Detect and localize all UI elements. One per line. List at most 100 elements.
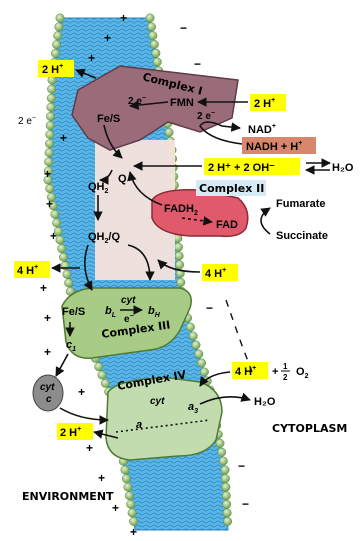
lipid-head xyxy=(152,49,160,57)
lipid-head xyxy=(101,379,109,387)
lipid-head xyxy=(63,270,71,278)
lipid-head xyxy=(124,483,132,491)
plus-sign: + xyxy=(44,167,51,181)
lipid-head xyxy=(200,368,208,376)
plus-sign: + xyxy=(44,345,51,359)
plus-sign: + xyxy=(60,131,67,145)
lipid-head xyxy=(195,350,203,358)
plus-sign: + xyxy=(130,525,137,539)
lipid-head xyxy=(222,483,230,491)
lipid-head xyxy=(122,474,130,482)
c1-fes-label: Fe/S xyxy=(97,113,120,125)
c3-fes-label: Fe/S xyxy=(62,306,85,318)
fad-label: FAD xyxy=(216,219,238,231)
lipid-head xyxy=(47,94,55,102)
lipid-head xyxy=(46,130,54,138)
lipid-head xyxy=(51,49,59,57)
lipid-head xyxy=(121,466,129,474)
plus-sign: + xyxy=(40,281,47,295)
lipid-head xyxy=(174,243,182,251)
o2-label: O2 xyxy=(296,366,309,380)
frac-den: 2 xyxy=(283,373,288,382)
lipid-head xyxy=(59,253,67,261)
lipid-head xyxy=(46,184,54,192)
lipid-head xyxy=(223,509,231,517)
lipid-head xyxy=(219,457,227,465)
lipid-head xyxy=(165,128,173,136)
plus-sign: + xyxy=(88,51,95,65)
h2o-bottom: H₂O xyxy=(254,396,276,408)
lipid-head xyxy=(127,500,135,508)
nad-label: NAD+ xyxy=(248,123,276,136)
c3-cyt-label: cyt xyxy=(121,295,136,306)
complex-ii-title: Complex II xyxy=(199,182,264,195)
minus-sign: − xyxy=(238,459,245,473)
lipid-head xyxy=(218,448,226,456)
minus-sign: − xyxy=(194,57,201,71)
nadh-label: NADH + H+ xyxy=(246,140,302,153)
qh2q-label: QH2/Q xyxy=(88,231,120,245)
lipid-head xyxy=(223,500,231,508)
fadh2-label: FADH2 xyxy=(164,203,198,217)
lipid-head xyxy=(45,139,53,147)
lipid-head xyxy=(56,14,64,22)
lipid-head xyxy=(51,210,59,218)
lipid-head xyxy=(153,58,161,66)
lipid-head xyxy=(54,32,62,40)
plus-sign: + xyxy=(44,311,51,325)
membrane-boundary-dashes xyxy=(226,300,252,372)
lipid-head xyxy=(46,112,54,120)
plus-sign: + xyxy=(104,31,111,45)
cytoplasm-label: CYTOPLASM xyxy=(272,422,347,435)
lipid-head xyxy=(222,492,230,500)
h2o-top: H₂O xyxy=(332,162,354,174)
plus-sign: + xyxy=(112,501,119,515)
lipid-head xyxy=(128,509,136,517)
cytc-c-label: c xyxy=(46,394,52,405)
lipid-head xyxy=(98,371,106,379)
lipid-head xyxy=(223,517,231,525)
lipid-head xyxy=(175,252,183,260)
plus-sign: + xyxy=(50,229,57,243)
lipid-head xyxy=(221,474,229,482)
c4-plus: + xyxy=(272,366,278,378)
lipid-head xyxy=(55,23,63,31)
plus-sign: + xyxy=(78,385,85,399)
frac-num: 1 xyxy=(283,362,288,371)
lipid-head xyxy=(48,76,56,84)
lipid-head xyxy=(150,40,158,48)
plus-sign: + xyxy=(120,11,127,25)
lipid-head xyxy=(46,121,54,129)
lipid-head xyxy=(189,332,197,340)
minus-sign: − xyxy=(180,21,187,35)
lipid-head xyxy=(146,14,154,22)
lipid-head xyxy=(149,31,157,39)
lipid-head xyxy=(47,103,55,111)
lipid-head xyxy=(216,439,224,447)
lipid-head xyxy=(95,363,103,371)
lipid-head xyxy=(56,236,64,244)
environment-label: ENVIRONMENT xyxy=(22,490,114,503)
lipid-head xyxy=(177,278,185,286)
lipid-head xyxy=(147,23,155,31)
cytc-cyt-label: cyt xyxy=(40,382,55,393)
lipid-head xyxy=(64,279,72,287)
lipid-head xyxy=(175,261,183,269)
a-label: a xyxy=(136,419,142,431)
fmn-label: FMN xyxy=(170,97,194,109)
lipid-head xyxy=(58,244,66,252)
lipid-head xyxy=(52,219,60,227)
c4-cyt-label: cyt xyxy=(150,396,165,407)
lipid-head xyxy=(221,466,229,474)
lipid-head xyxy=(186,323,194,331)
cyt-c-shape xyxy=(33,375,63,411)
minus-sign: − xyxy=(242,497,249,511)
lipid-head xyxy=(52,40,60,48)
lipid-head xyxy=(45,149,53,157)
lipid-head xyxy=(45,158,53,166)
lipid-head xyxy=(192,341,200,349)
plus-sign: + xyxy=(46,197,53,211)
lipid-head xyxy=(125,492,133,500)
